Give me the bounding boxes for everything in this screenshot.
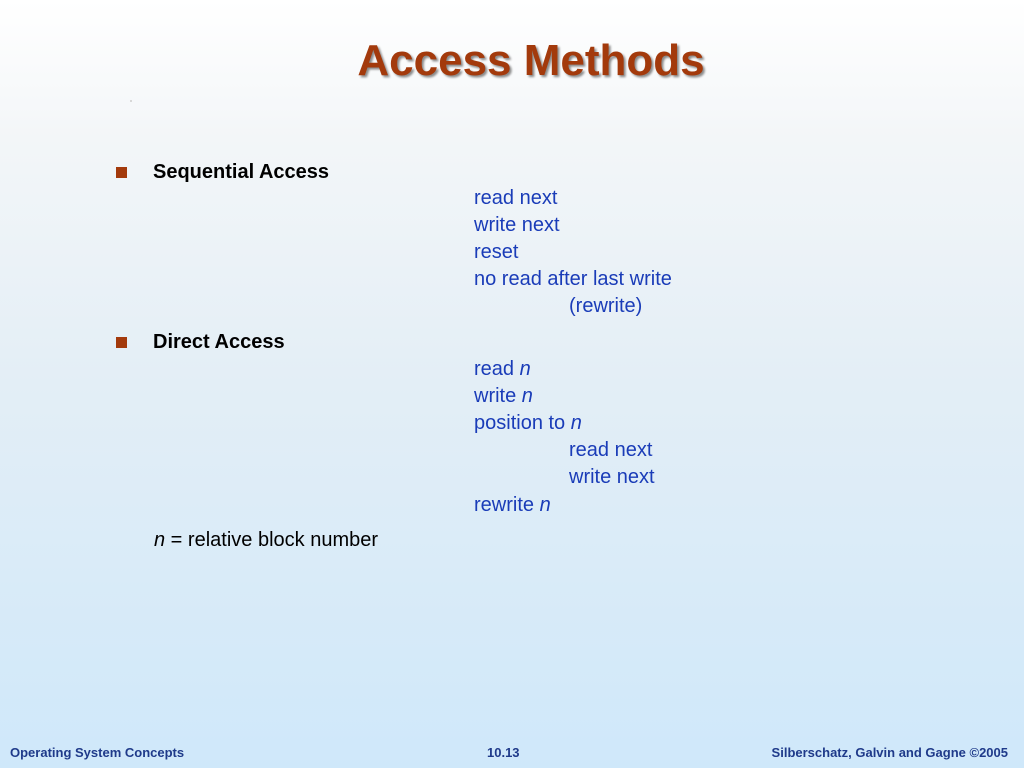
op-rewrite-note: (rewrite) (569, 295, 643, 317)
op-var: n (519, 358, 531, 380)
op-position-to-n: position to n (474, 410, 582, 437)
heading-direct-access: Direct Access (153, 330, 285, 353)
footer-slide-number: 10.13 (487, 745, 520, 760)
op-label: write (474, 385, 522, 407)
op-label: read (474, 358, 520, 380)
op-var: n (521, 385, 533, 407)
bullet-direct-access: Direct Access (116, 328, 285, 356)
op-write-n: write n (474, 383, 533, 410)
op-label: position to (474, 412, 571, 434)
op-label: rewrite (474, 494, 540, 516)
square-bullet-icon (116, 166, 127, 178)
definition-note: n = relative block number (154, 527, 378, 554)
note-var: n (154, 529, 166, 551)
footer-book-title: Operating System Concepts (10, 745, 185, 760)
note-text: = relative block number (165, 529, 379, 551)
op-rewrite-n: rewrite n (474, 492, 551, 519)
op-write-next-indented: write next (569, 466, 655, 488)
op-read-next: read next (474, 187, 558, 209)
op-var: n (539, 494, 551, 516)
op-var: n (570, 412, 582, 434)
square-bullet-icon (116, 336, 127, 348)
slide-title: Access Methods (357, 36, 705, 85)
footer-copyright: Silberschatz, Galvin and Gagne ©2005 (771, 745, 1008, 760)
op-reset: reset (474, 241, 519, 263)
bullet-sequential-access: Sequential Access (116, 158, 329, 186)
op-read-n: read n (474, 356, 531, 383)
decorative-dot (130, 100, 132, 102)
op-no-read-after-last-write: no read after last write (474, 268, 672, 290)
op-write-next: write next (474, 214, 560, 236)
heading-sequential-access: Sequential Access (153, 160, 330, 183)
op-read-next-indented: read next (569, 439, 653, 461)
